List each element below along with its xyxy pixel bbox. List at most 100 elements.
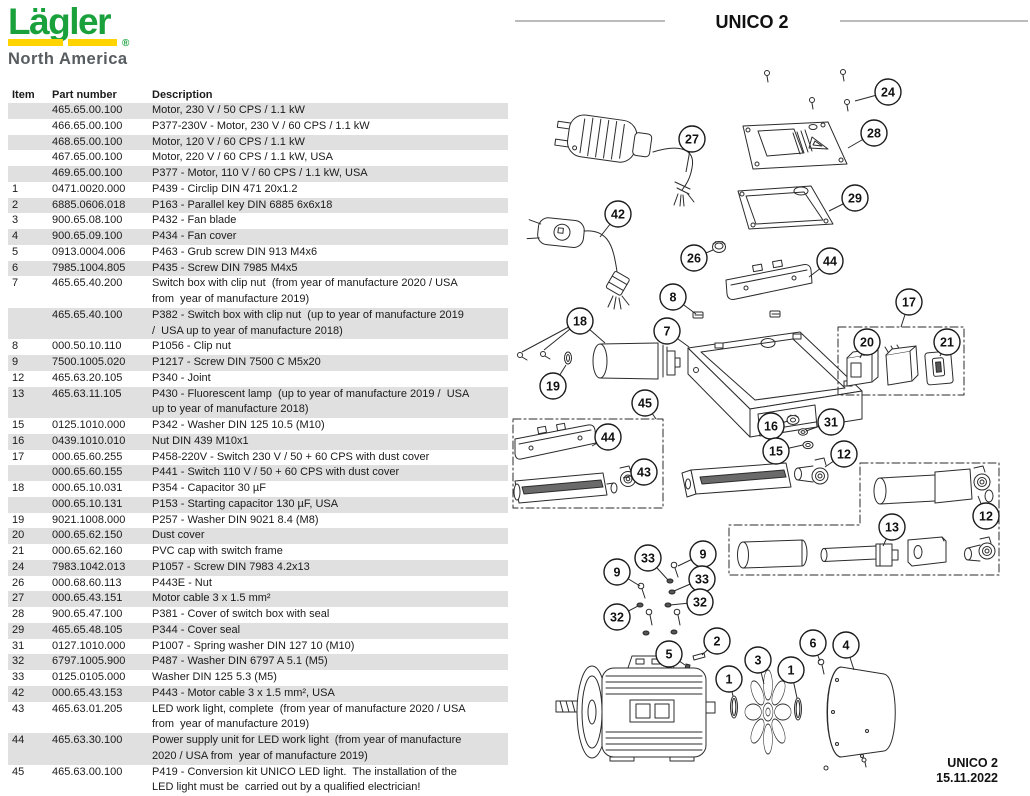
cell-description: P441 - Switch 110 V / 50 + 60 CPS with d… [152,466,400,479]
cell-item: 12 [12,371,25,384]
cell-part-number: 000.65.10.131 [52,497,123,510]
svg-text:24: 24 [881,86,895,100]
power-cord-eu [554,114,695,207]
joint-upper [794,457,829,485]
cell-item: 15 [12,419,25,431]
cell-description: P463 - Grub screw DIN 913 M4x6 [152,245,318,258]
cell-description: P377 - Motor, 110 V / 60 CPS / 1.1 kW, U… [152,167,368,179]
cell-item: 18 [12,482,25,494]
svg-text:32: 32 [693,596,707,610]
svg-text:18: 18 [573,315,587,329]
svg-text:1: 1 [788,664,795,678]
callout-24: 24 [854,78,902,106]
callout-13: 13 [878,513,906,547]
svg-text:2: 2 [714,635,721,649]
svg-text:29: 29 [848,192,862,206]
svg-text:16: 16 [764,420,778,434]
callout-18: 18 [521,307,606,353]
cell-description: P434 - Fan cover [152,230,237,242]
clip-nuts-8 [692,310,781,319]
callout-31: 31 [805,408,845,436]
cell-part-number: 465.65.48.105 [52,623,123,636]
cell-description: P419 - Conversion kit UNICO LED light. T… [152,765,457,794]
cell-description: P342 - Washer DIN 125 10.5 (M10) [152,419,325,431]
svg-text:20: 20 [860,336,874,350]
nut-26 [712,241,726,253]
cell-item: 2 [12,198,19,211]
cell-part-number: 7500.1005.020 [52,356,126,368]
callout-45: 45 [631,389,659,420]
switch-21 [924,350,954,386]
cell-item: 9 [12,356,19,368]
callout-6: 6 [799,629,827,662]
cell-description: P354 - Capacitor 30 µF [152,482,266,494]
cell-part-number: 000.50.10.110 [52,340,122,353]
cell-item [8,135,52,151]
cell-item: 1 [12,182,19,195]
cell-part-number: 000.65.43.151 [52,592,123,605]
header-item: Item [12,88,35,101]
logo-underline-bars: ® [8,39,129,49]
callout-15: 15 [762,437,804,465]
callout-4: 4 [832,631,860,671]
cell-description: P443 - Motor cable 3 x 1.5 mm², USA [152,686,335,699]
cell-part-number: 000.65.62.160 [52,545,123,557]
callout-8: 8 [659,283,697,315]
cell-item: 33 [12,671,25,683]
cell-part-number: 0127.1010.000 [52,639,126,652]
svg-text:45: 45 [638,397,652,411]
lamp-assembly-top [873,465,994,505]
cell-item: 8 [12,340,19,353]
cell-part-number: 000.65.60.155 [52,466,123,479]
callout-44: 44 [591,423,622,451]
cell-item: 5 [12,245,19,258]
cell-item: 7 [12,277,19,290]
cell-item: 6 [12,261,19,274]
screw-cluster [636,561,681,636]
cell-part-number: 0439.1010.010 [52,434,126,447]
led-bar-middle [681,462,792,498]
cell-item: 44 [12,734,25,746]
callout-21: 21 [933,328,961,357]
led-kit-box [512,418,664,509]
svg-text:6: 6 [810,637,817,651]
cell-description: P377-230V - Motor, 230 V / 60 CPS / 1.1 … [152,119,370,132]
cell-description: P344 - Cover seal [152,623,241,636]
fan-blade [744,669,792,755]
power-supply-top [725,259,813,300]
cell-description: P487 - Washer DIN 6797 A 5.1 (M5) [152,655,328,668]
fan-cover [823,666,896,771]
svg-text:44: 44 [601,431,615,445]
cell-item: 4 [12,230,19,242]
cell-part-number: 465.65.40.200 [52,277,123,290]
svg-text:3: 3 [755,654,762,668]
cell-item [8,119,52,135]
svg-text:31: 31 [824,416,838,430]
circlips [730,695,802,721]
svg-text:17: 17 [902,296,916,310]
callout-27: 27 [678,125,706,173]
laegler-logo: Lägler ® North America [8,3,129,69]
cell-description: Nut DIN 439 M10x1 [152,434,249,447]
callout-9: 9 [603,558,641,587]
callout-3: 3 [744,646,772,685]
screws-24 [764,69,850,112]
svg-text:15: 15 [769,445,783,459]
